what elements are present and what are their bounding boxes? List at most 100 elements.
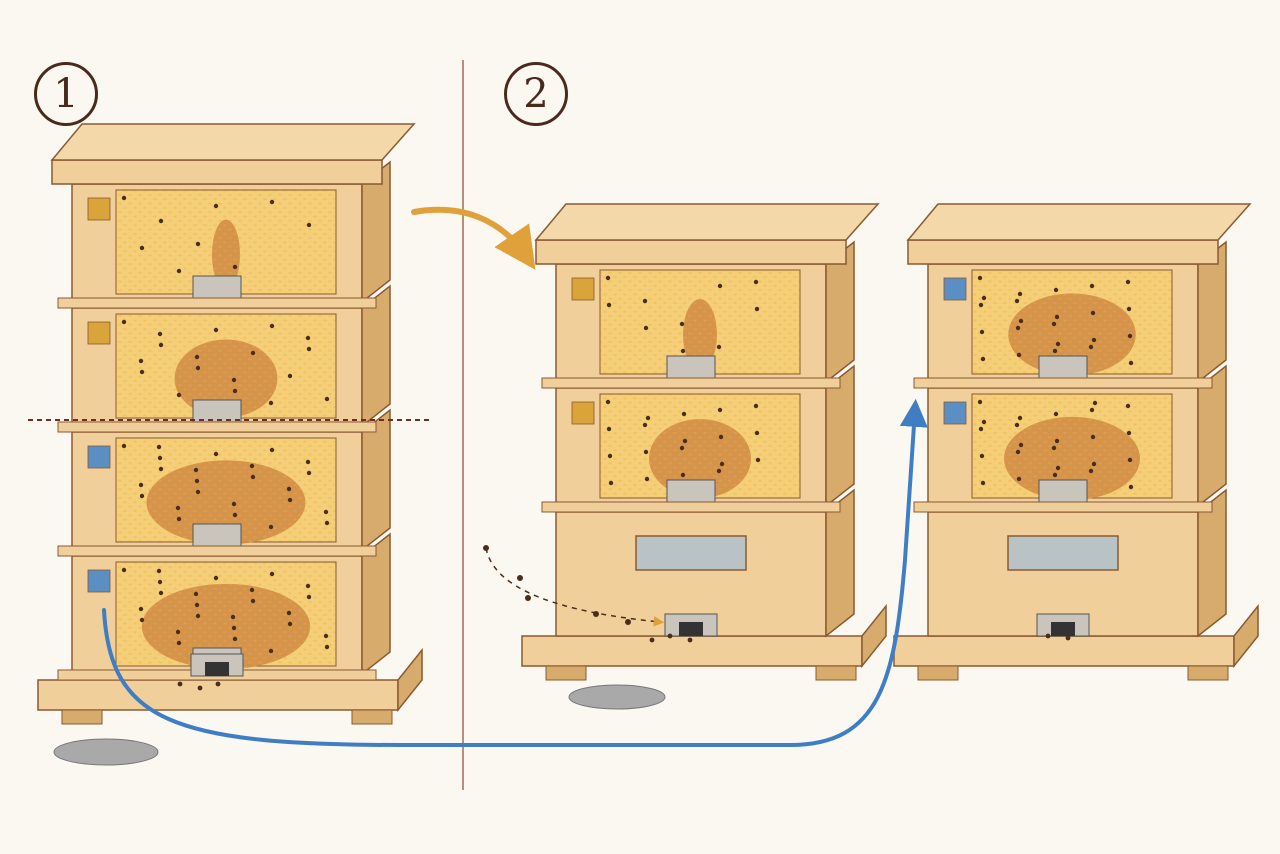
bee-dot [121, 443, 127, 449]
bee-dot [195, 365, 201, 371]
entrance-hole [1051, 622, 1075, 636]
bee-dot [305, 335, 311, 341]
bee-dot [1053, 411, 1059, 417]
bee-dot [980, 356, 986, 362]
bee-dot [232, 512, 238, 518]
roof-top [906, 203, 1252, 241]
split-hive-b-box-1 [927, 240, 1227, 384]
bee-dot [1126, 430, 1132, 436]
box-rim [913, 377, 1213, 389]
bee-dot [1016, 476, 1022, 482]
bee-dot [177, 681, 183, 687]
bee-dot [680, 472, 686, 478]
bee-dot [213, 451, 219, 457]
bee-dot [305, 459, 311, 465]
bee-dot [606, 302, 612, 308]
bee-dot [978, 302, 984, 308]
bee-dot [176, 640, 182, 646]
bee-dot [231, 377, 237, 383]
bee-dot [1089, 283, 1095, 289]
bottom-board [893, 635, 1235, 667]
bee-dot [981, 419, 987, 425]
bee-dot [232, 264, 238, 270]
bee-dot [1053, 287, 1059, 293]
frame-feeder-slot [666, 355, 716, 379]
bee-dot [1092, 400, 1098, 406]
bee-dot [1090, 434, 1096, 440]
bee-dot [1065, 635, 1071, 641]
orange-marker [87, 197, 111, 221]
empty-bottom-box [927, 488, 1227, 638]
bee-dot [1089, 407, 1095, 413]
blue-marker [943, 277, 967, 301]
split-hive-b-box-2 [927, 364, 1227, 508]
bee-dot [306, 594, 312, 600]
bottom-board-side [397, 647, 423, 713]
bee-dot [607, 453, 613, 459]
original-hive [37, 123, 423, 725]
bee-dot [324, 396, 330, 402]
bee-dot [269, 571, 275, 577]
bee-dot [139, 369, 145, 375]
bee-dot [649, 637, 655, 643]
bee-dot [608, 480, 614, 486]
brood-area [683, 299, 717, 370]
bee-dot [306, 346, 312, 352]
bee-dot [250, 350, 256, 356]
bee-dot [1090, 310, 1096, 316]
bee-dot [754, 430, 760, 436]
bee-dot [231, 501, 237, 507]
bee-dot [1017, 291, 1023, 297]
bee-dot [977, 275, 983, 281]
box-side [825, 364, 855, 508]
bee-dot [1018, 318, 1024, 324]
bee-dot [645, 415, 651, 421]
bee-dot [1054, 438, 1060, 444]
observation-window [635, 535, 747, 571]
bee-dot [754, 306, 760, 312]
box-rim [57, 545, 377, 557]
bee-dot [979, 329, 985, 335]
box-side [361, 532, 391, 676]
bee-dot [687, 637, 693, 643]
box-rim [57, 421, 377, 433]
brood-area [211, 219, 241, 290]
stand-foot [1187, 665, 1229, 681]
bee-dot [1014, 422, 1020, 428]
bee-dot [250, 598, 256, 604]
orange-marker [571, 277, 595, 301]
flying-bee [625, 619, 631, 625]
bee-dot [287, 373, 293, 379]
bee-dot [324, 520, 330, 526]
bee-dot [268, 524, 274, 530]
bee-dot [682, 438, 688, 444]
bee-dot [158, 466, 164, 472]
original-hive-box-1 [71, 160, 391, 304]
bee-dot [158, 590, 164, 596]
bee-dot [121, 567, 127, 573]
brood-area [146, 460, 306, 545]
stand-foot [351, 709, 393, 725]
bee-dot [323, 633, 329, 639]
bee-dot [231, 625, 237, 631]
bee-dot [979, 453, 985, 459]
bee-dot [643, 325, 649, 331]
bee-dot [1015, 449, 1021, 455]
bee-dot [323, 509, 329, 515]
split-hive-a-box-1 [555, 240, 855, 384]
bee-dot [644, 476, 650, 482]
bee-dot [719, 461, 725, 467]
bee-dot [1045, 633, 1051, 639]
bee-dot [667, 633, 673, 639]
box-rim [541, 501, 841, 513]
box-rim [57, 297, 377, 309]
bee-dot [138, 358, 144, 364]
bee-dot [1052, 472, 1058, 478]
box-side [1197, 364, 1227, 508]
bee-flight-path [485, 547, 665, 627]
box-rim [541, 377, 841, 389]
bottom-board-side [861, 603, 887, 669]
blue-marker [87, 445, 111, 469]
bee-dot [1128, 360, 1134, 366]
split-hive-a [521, 203, 887, 681]
